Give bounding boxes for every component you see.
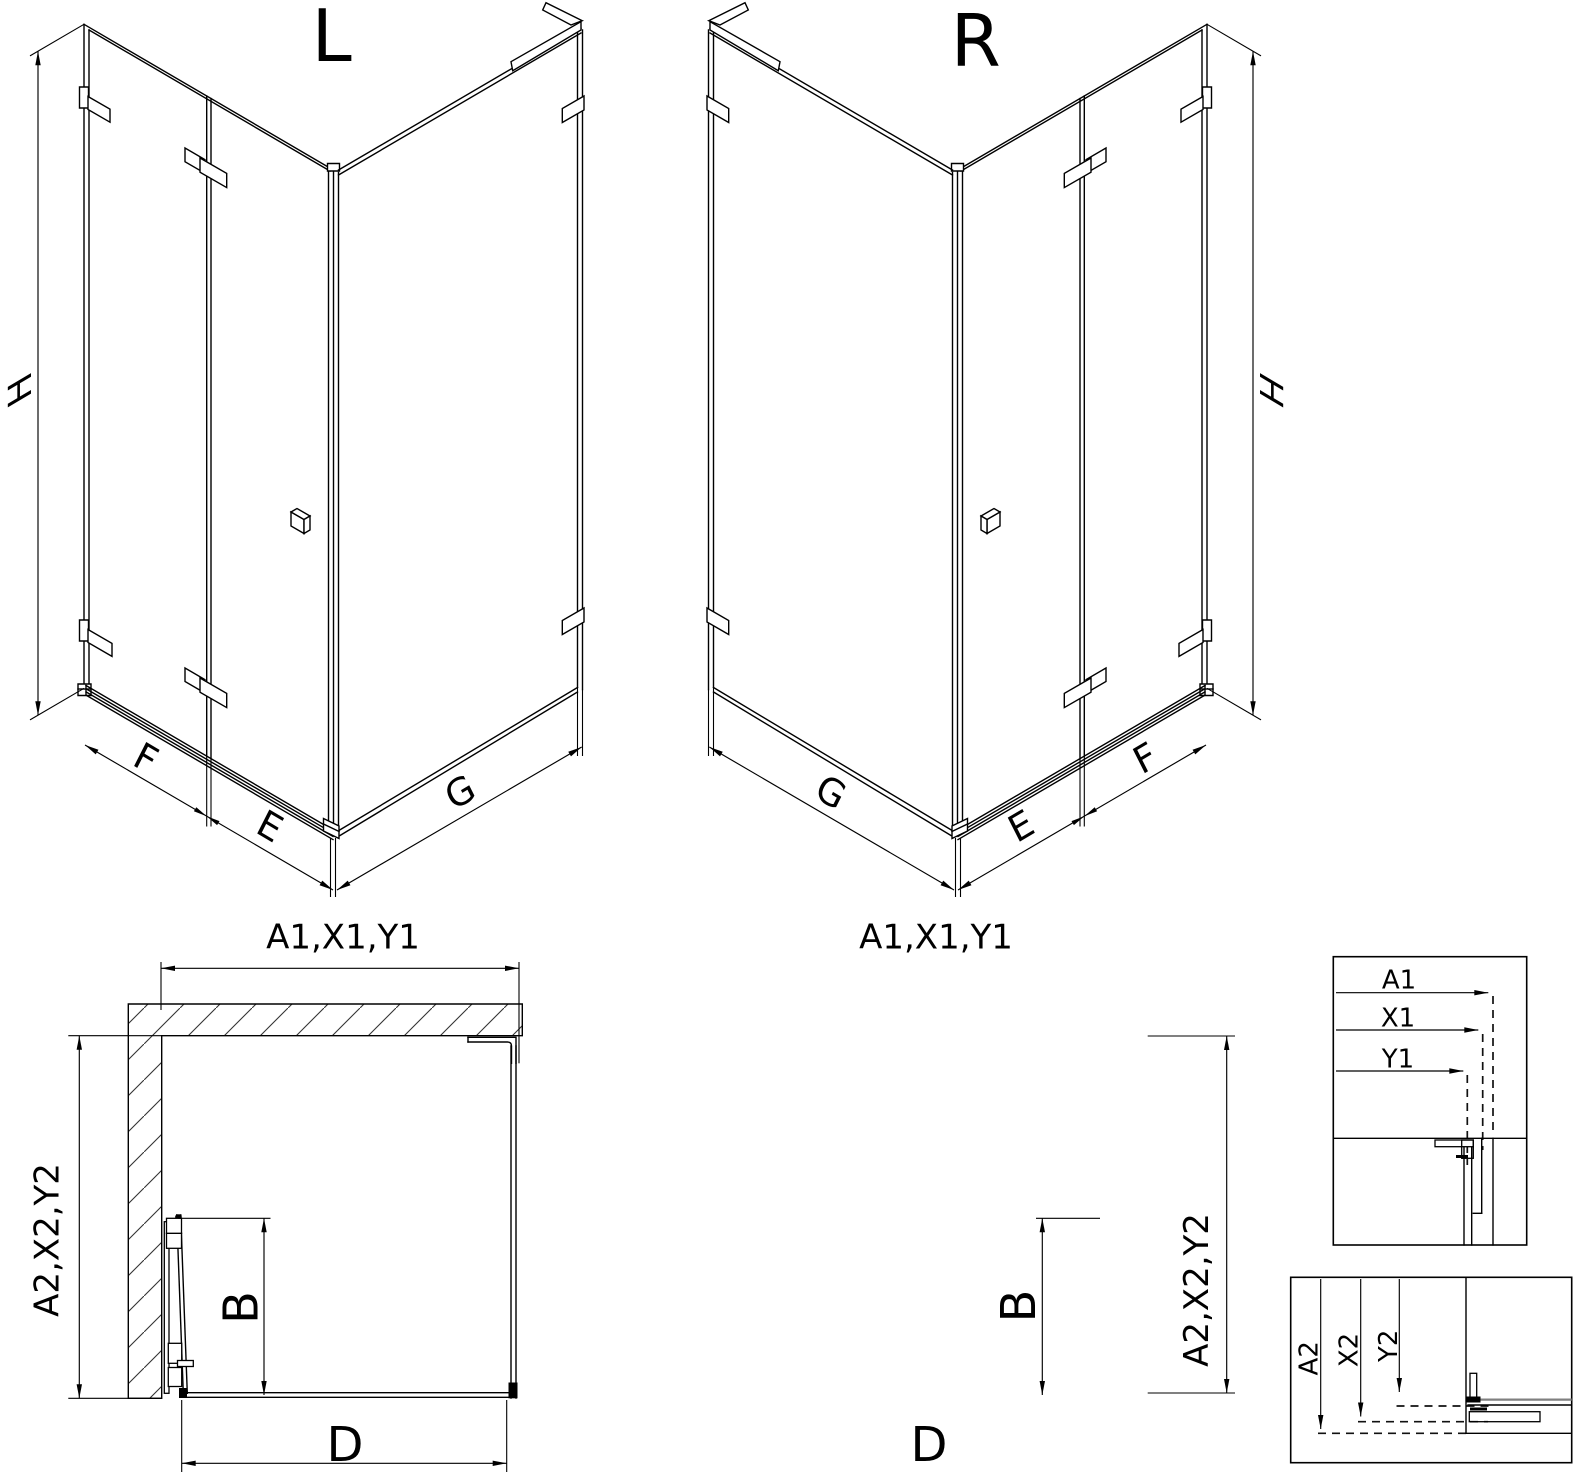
plan-left-dim-side: A2,X2,Y2	[28, 1163, 68, 1317]
iso-left-dim-e: E	[250, 801, 289, 851]
plan-right-dim-side: A2,X2,Y2	[1177, 1213, 1217, 1367]
iso-right-dim-h: H	[1252, 365, 1289, 415]
detail-top-label-a1: A1	[1382, 965, 1416, 995]
plan-right-dims	[1036, 1035, 1235, 1395]
detail-box-top: A1 X1 Y1	[1332, 955, 1528, 1246]
iso-right-dim-f: F	[1126, 734, 1164, 783]
plan-left-dim-b: B	[214, 1291, 270, 1324]
plan-left-dim-top: A1,X1,Y1	[266, 917, 420, 957]
detail-bottom-label-x2: X2	[1334, 1333, 1364, 1367]
plan-view-geometry	[127, 962, 523, 1472]
detail-top-label-y1: Y1	[1381, 1044, 1414, 1074]
detail-top-label-x1: X1	[1381, 1004, 1415, 1034]
iso-view-left-geometry	[29, 1, 585, 897]
iso-left-title: L	[312, 0, 352, 78]
iso-left-dim-f: F	[127, 734, 165, 783]
iso-right-dim-g: G	[809, 766, 853, 819]
plan-right-dim-d: D	[911, 1417, 948, 1473]
iso-right-title: R	[951, 0, 1001, 83]
detail-bottom-label-a2: A2	[1294, 1341, 1324, 1375]
plan-right-dim-top: A1,X1,Y1	[859, 917, 1013, 957]
detail-bottom-label-y2: Y2	[1374, 1330, 1404, 1363]
plan-right-dim-b: B	[991, 1290, 1047, 1323]
iso-right-dim-e: E	[1001, 801, 1040, 851]
iso-view-right-geometry	[707, 3, 1261, 897]
detail-box-bottom: A2 X2 Y2	[1289, 1276, 1573, 1464]
plan-left-dims	[68, 1035, 271, 1399]
iso-left-dim-g: G	[438, 766, 482, 819]
iso-left-dim-h: H	[2, 365, 39, 415]
plan-left-dim-d: D	[327, 1417, 364, 1473]
